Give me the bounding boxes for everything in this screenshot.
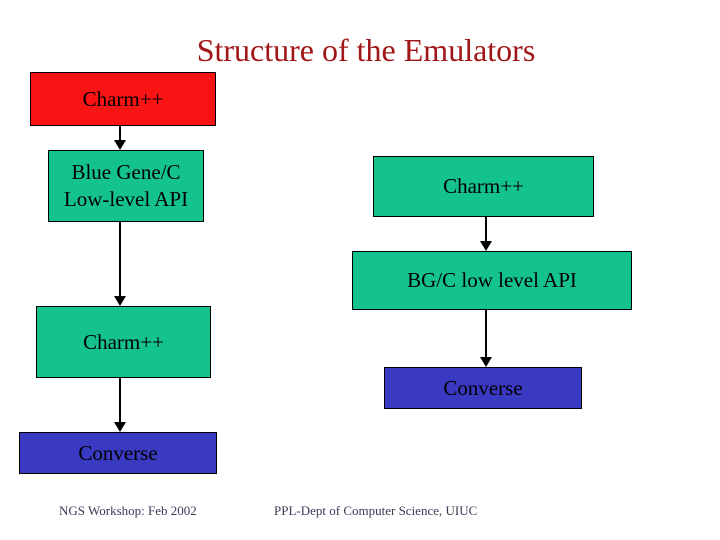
arrow-head-icon bbox=[114, 422, 126, 432]
box-charmpp-top-left: Charm++ bbox=[30, 72, 216, 126]
arrow-head-icon bbox=[480, 357, 492, 367]
arrow-head-icon bbox=[480, 241, 492, 251]
box-charmpp-mid-left: Charm++ bbox=[36, 306, 211, 378]
arrow-bluegene-to-charmpp bbox=[114, 222, 126, 306]
box-bgc-lowlevel-api: BG/C low level API bbox=[352, 251, 632, 310]
arrow-charmpp-to-converse-left bbox=[114, 378, 126, 432]
box-charmpp-right: Charm++ bbox=[373, 156, 594, 217]
arrow-line bbox=[119, 126, 121, 140]
footer-workshop-label: NGS Workshop: Feb 2002 bbox=[59, 503, 197, 518]
slide-title: Structure of the Emulators bbox=[196, 32, 536, 68]
box-converse-left: Converse bbox=[19, 432, 217, 474]
arrow-head-icon bbox=[114, 140, 126, 150]
arrow-charmpp-to-bluegene bbox=[114, 126, 126, 150]
box-converse-right: Converse bbox=[384, 367, 582, 409]
arrow-line bbox=[119, 222, 121, 296]
arrow-charmpp-to-bgc bbox=[480, 217, 492, 251]
arrow-line bbox=[485, 310, 487, 357]
box-bluegene-lowlevel-api: Blue Gene/C Low-level API bbox=[48, 150, 204, 222]
arrow-line bbox=[119, 378, 121, 422]
arrow-bgc-to-converse-right bbox=[480, 310, 492, 367]
footer-department-label: PPL-Dept of Computer Science, UIUC bbox=[274, 503, 478, 518]
arrow-line bbox=[485, 217, 487, 241]
arrow-head-icon bbox=[114, 296, 126, 306]
